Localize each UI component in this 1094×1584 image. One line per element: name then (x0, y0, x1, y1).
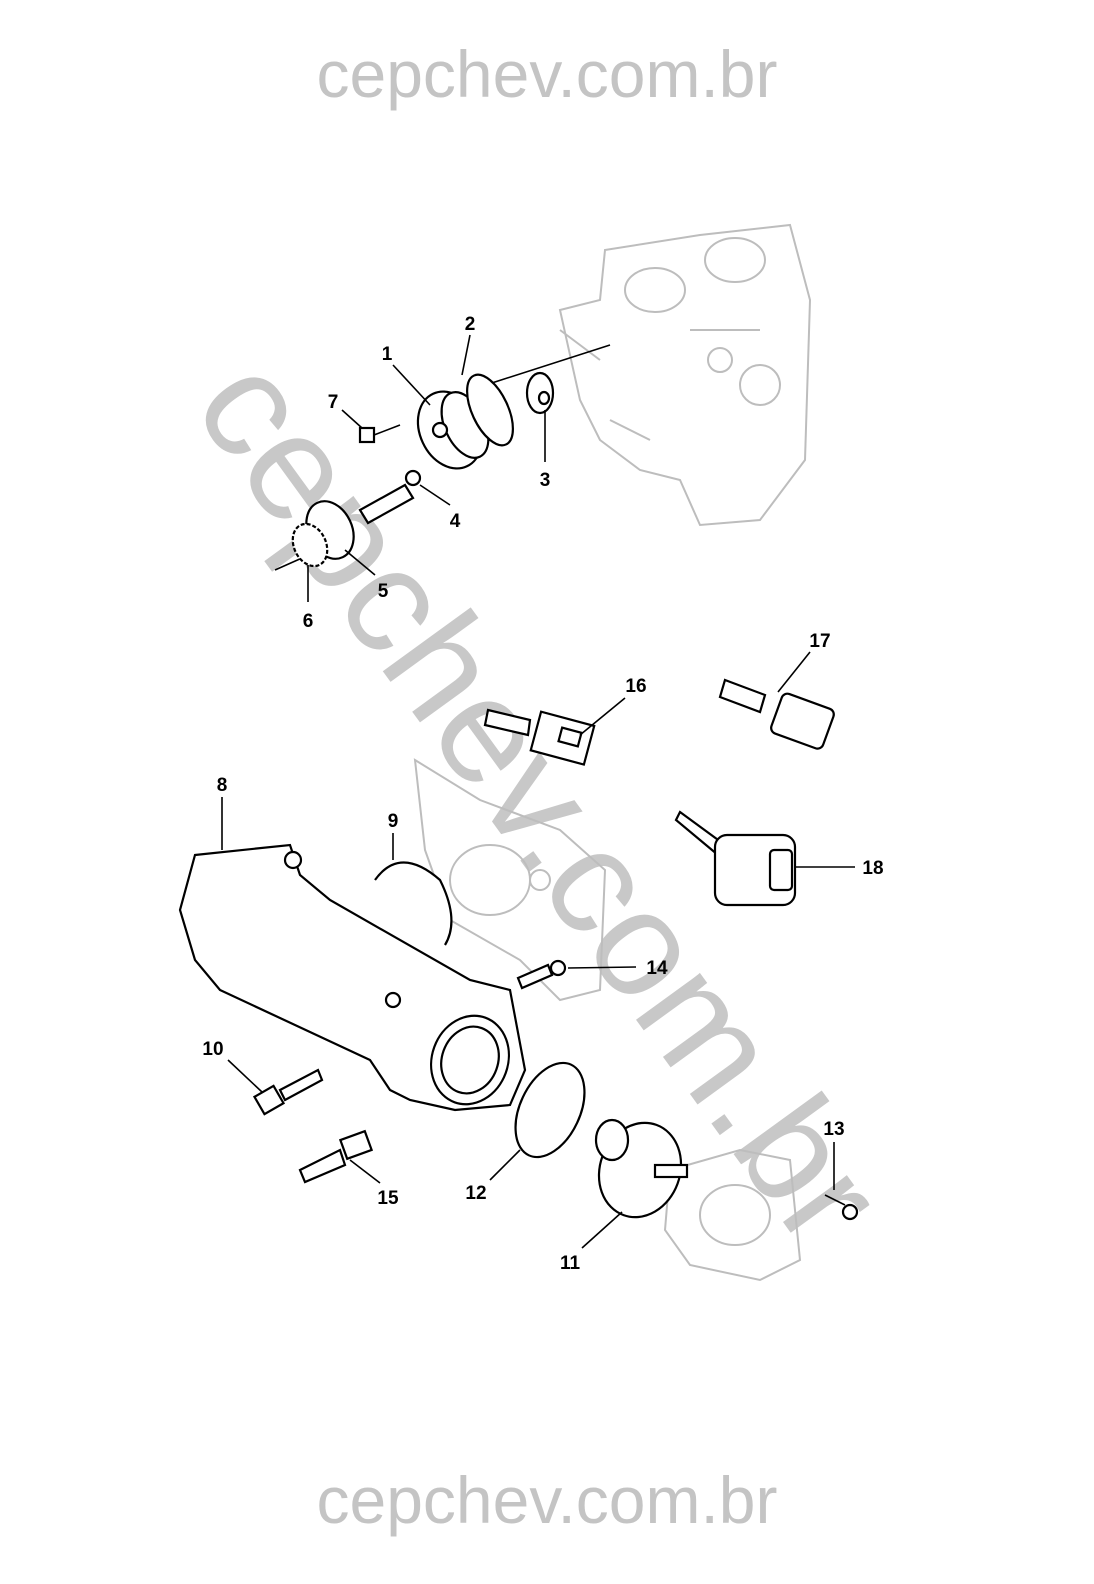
part-6-gear (291, 522, 329, 568)
watermark-top: cepchev.com.br (316, 37, 778, 111)
callout-9: 9 (388, 811, 399, 832)
part-10-bolt (252, 1068, 324, 1116)
callout-2: 2 (465, 314, 476, 335)
callout-5: 5 (378, 581, 389, 602)
part-18-sensor (674, 810, 797, 907)
part-14-sensor (516, 959, 567, 990)
part-11-thermostat (594, 1118, 689, 1219)
callout-3: 3 (540, 470, 551, 491)
callout-16: 16 (625, 676, 646, 697)
callout-4: 4 (450, 511, 461, 532)
part-17-sensor (718, 678, 835, 750)
callout-7: 7 (328, 392, 339, 413)
callout-1: 1 (382, 344, 393, 365)
part-7-bolt (358, 424, 401, 444)
callout-11: 11 (560, 1253, 581, 1274)
watermark-bottom: cepchev.com.br (316, 1463, 778, 1537)
callout-13: 13 (823, 1119, 844, 1140)
part-9-seal-ring (374, 861, 453, 946)
callout-10: 10 (202, 1039, 223, 1060)
callout-15: 15 (377, 1188, 399, 1209)
leader-lines (221, 334, 855, 1249)
part-8-water-housing (178, 843, 527, 1112)
callout-6: 6 (303, 611, 314, 632)
part-2-o-ring (466, 373, 514, 447)
callout-12: 12 (465, 1183, 486, 1204)
part-13-screw (824, 1194, 859, 1221)
part-16-temp-sensor (483, 708, 596, 766)
part-1-oil-pump (416, 390, 490, 470)
callout-18: 18 (862, 858, 883, 879)
part-4-shaft (358, 469, 422, 525)
part-15-sensor (298, 1129, 374, 1184)
callout-14: 14 (646, 958, 668, 979)
part-12-o-ring (514, 1061, 586, 1159)
part-3-washer (525, 371, 555, 415)
engine-block-ghost (558, 223, 812, 527)
callout-8: 8 (217, 775, 228, 796)
callout-17: 17 (809, 631, 830, 652)
